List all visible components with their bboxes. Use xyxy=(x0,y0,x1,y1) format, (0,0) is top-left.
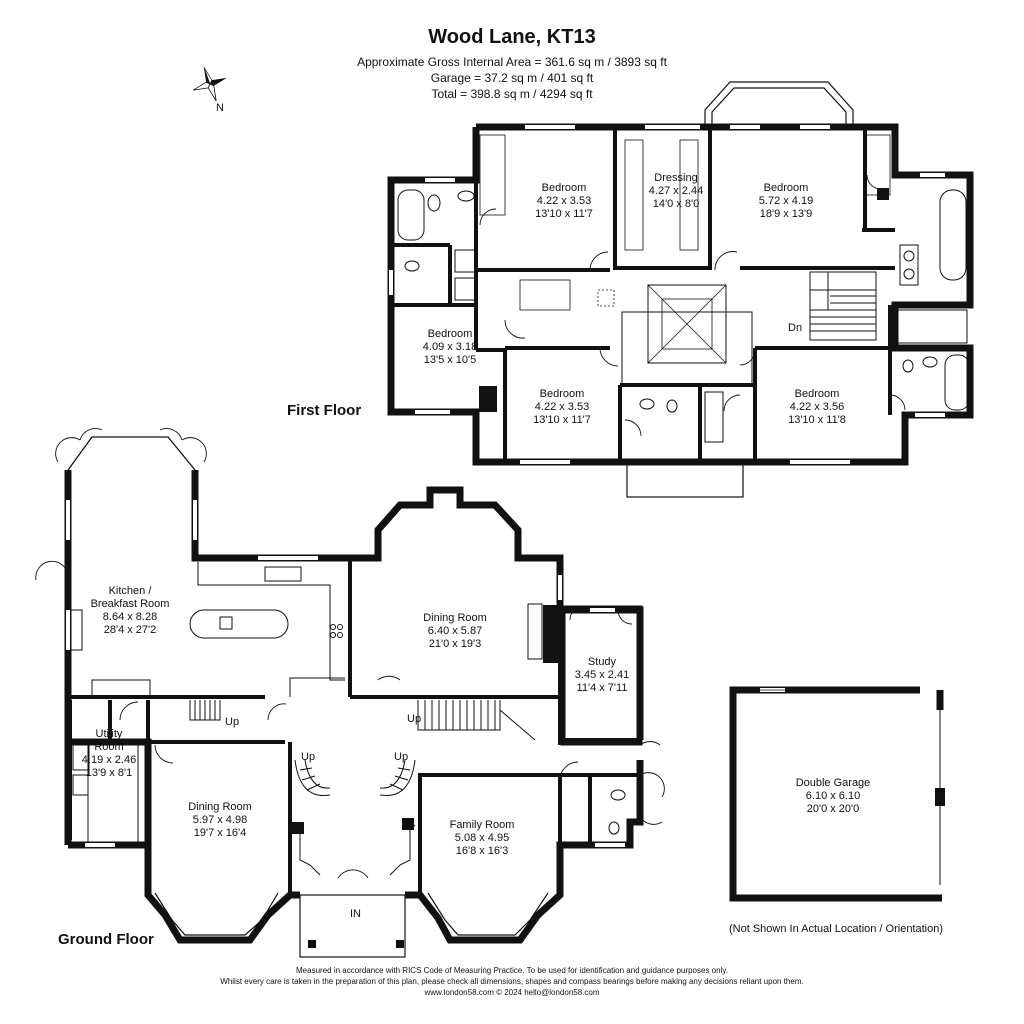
footer-line-3: www.london58.com © 2024 hello@london58.c… xyxy=(424,988,600,997)
stairs-up-label-4: Up xyxy=(394,751,409,763)
room-label-bedroom-4: Bedroom 4.22 x 3.53 13'10 x 11'7 xyxy=(533,388,591,426)
first-floor-plan xyxy=(387,81,974,498)
stairs-down-label: Dn xyxy=(788,322,803,334)
room-label-bedroom-1: Bedroom 4.22 x 3.53 13'10 x 11'7 xyxy=(535,182,593,220)
page-title: Wood Lane, KT13 xyxy=(428,26,596,48)
area-line-2: Garage = 37.2 sq m / 401 sq ft xyxy=(430,71,594,85)
entrance-label: IN xyxy=(350,908,361,920)
porch xyxy=(299,894,406,958)
first-floor-bay-window xyxy=(704,81,854,127)
first-floor-internal-walls xyxy=(391,127,895,462)
ground-floor-windows xyxy=(66,500,625,847)
stairs-up-label-1: Up xyxy=(225,716,240,728)
room-label-dining-room-2: Dining Room 5.97 x 4.98 19'7 x 16'4 xyxy=(188,801,252,839)
room-label-kitchen: Kitchen / Breakfast Room 8.64 x 8.28 28'… xyxy=(90,585,170,636)
garage-location-note: (Not Shown In Actual Location / Orientat… xyxy=(729,923,944,935)
area-line-3: Total = 398.8 sq m / 4294 sq ft xyxy=(431,87,593,101)
compass-north-label: N xyxy=(216,102,224,114)
first-floor-doors xyxy=(479,174,906,437)
ground-floor-doors xyxy=(119,605,665,879)
kitchen-bay-wall xyxy=(191,470,350,562)
ground-floor-internal-walls xyxy=(68,558,640,895)
room-label-study: Study 3.45 x 2.41 11'4 x 7'11 xyxy=(574,656,630,694)
stairs-up-label-3: Up xyxy=(301,751,316,763)
stairs-up-label-2: Up xyxy=(407,713,422,725)
first-floor-balcony xyxy=(626,461,744,498)
footer-line-2: Whilst every care is taken in the prepar… xyxy=(220,977,804,986)
first-floor-stairs xyxy=(809,271,877,341)
first-floor-label: First Floor xyxy=(287,402,362,419)
first-floor-windows xyxy=(389,125,972,464)
room-label-garage: Double Garage 6.10 x 6.10 20'0 x 20'0 xyxy=(795,777,871,815)
room-label-dining-room-1: Dining Room 6.40 x 5.87 21'0 x 19'3 xyxy=(423,612,487,650)
footer-line-1: Measured in accordance with RICS Code of… xyxy=(296,966,728,975)
compass-rose-icon xyxy=(192,66,227,102)
area-line-1: Approximate Gross Internal Area = 361.6 … xyxy=(357,55,667,69)
compass: N xyxy=(190,64,230,114)
main-staircase xyxy=(189,700,536,741)
ground-floor-label: Ground Floor xyxy=(58,931,154,948)
garage-plan xyxy=(729,686,945,902)
kitchen-bay-window xyxy=(67,436,196,471)
family-room-bay xyxy=(427,892,549,936)
room-label-family-room: Family Room 5.08 x 4.95 16'8 x 16'3 xyxy=(449,819,515,857)
room-label-dressing: Dressing 4.27 x 2.44 14'0 x 8'0 xyxy=(648,172,704,210)
ground-floor-plan xyxy=(35,428,665,958)
room-label-utility: Utility Room 4.19 x 2.46 13'9 x 8'1 xyxy=(81,728,137,779)
first-floor-bath-fittings xyxy=(397,189,970,443)
room-label-bedroom-5: Bedroom 4.22 x 3.56 13'10 x 11'8 xyxy=(788,388,846,426)
room-label-bedroom-2: Bedroom 5.72 x 4.19 18'9 x 13'9 xyxy=(758,182,814,220)
kitchen-units xyxy=(67,562,345,697)
curved-stairs xyxy=(294,759,416,797)
room-label-bedroom-3: Bedroom 4.09 x 3.18 13'5 x 10'5 xyxy=(422,328,478,366)
first-floor-void xyxy=(647,284,727,364)
dining-room-bay xyxy=(154,892,279,936)
